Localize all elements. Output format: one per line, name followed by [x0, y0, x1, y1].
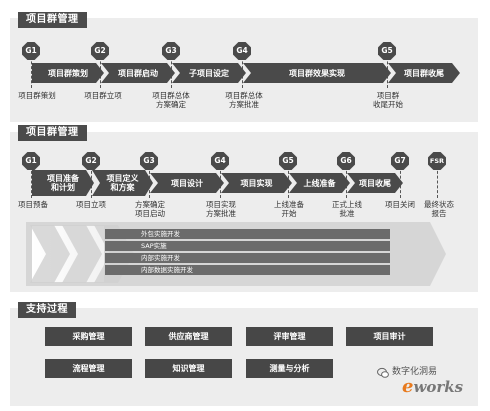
- watermark-text: 数字化洞易: [392, 367, 438, 377]
- eworks-logo: eworks: [402, 376, 463, 397]
- support-knowledge-mgmt: 知识管理: [145, 359, 232, 378]
- milestone-label: 方案确定项目启动: [135, 200, 165, 218]
- gate-g6: G6: [337, 152, 355, 170]
- milestone-label: 最终状态报告: [424, 200, 454, 218]
- support-process-mgmt: 流程管理: [45, 359, 132, 378]
- milestone-label: 项目群总体方案批准: [225, 91, 263, 109]
- milestone-label: 项目立项: [76, 200, 106, 209]
- milestone-label: 正式上线批准: [332, 200, 362, 218]
- eworks-logo-e: e: [402, 376, 414, 397]
- milestone-label: 项目群立项: [84, 91, 122, 100]
- section3-panel: [10, 308, 478, 406]
- section1-title: 项目群管理: [18, 12, 87, 28]
- phase-golive-prep: 上线准备: [289, 173, 350, 193]
- support-measure-analysis: 测量与分析: [246, 359, 333, 378]
- phase-program-planning: 项目群策划: [32, 63, 104, 83]
- gate-line: [31, 166, 32, 198]
- phase-program-realization: 项目群效果实现: [243, 63, 391, 83]
- gate-g5: G5: [378, 42, 396, 60]
- phase-subproject-setup: 子项目设定: [172, 63, 246, 83]
- gate-g1: G1: [22, 42, 40, 60]
- gate-g2: G2: [82, 152, 100, 170]
- gate-g1: G1: [22, 152, 40, 170]
- phase-define-and-solution: 项目定义和方案: [92, 170, 153, 196]
- gate-g3: G3: [140, 152, 158, 170]
- phase-program-launch: 项目群启动: [101, 63, 175, 83]
- section3-title: 支持过程: [18, 302, 76, 318]
- support-project-audit: 项目审计: [346, 327, 433, 346]
- section2-title: 项目群管理: [18, 125, 87, 141]
- gate-fsr: FSR: [428, 152, 446, 170]
- milestone-label: 项目关闭: [385, 200, 415, 209]
- milestone-label: 项目群总体方案确定: [152, 91, 190, 109]
- milestone-label: 上线准备开始: [274, 200, 304, 218]
- phase-realization: 项目实现: [221, 173, 292, 193]
- support-procurement: 采购管理: [45, 327, 132, 346]
- milestone-label: 项目预备: [18, 200, 48, 209]
- gate-g3: G3: [162, 42, 180, 60]
- workstream-bar: 内部实施开发: [105, 253, 390, 263]
- wechat-icon: [377, 364, 389, 378]
- phase-program-closing: 项目群收尾: [388, 63, 460, 83]
- support-review-mgmt: 评审管理: [246, 327, 333, 346]
- gate-g4: G4: [211, 152, 229, 170]
- gate-line: [437, 166, 438, 198]
- workstream-bar: SAP实施: [105, 241, 390, 251]
- workstream-bar: 外包实施开发: [105, 229, 390, 239]
- milestone-label: 项目实现方案批准: [206, 200, 236, 218]
- milestone-label: 项目群收尾开始: [373, 91, 403, 109]
- gate-g5: G5: [279, 152, 297, 170]
- phase-prep-and-plan: 项目准备和计划: [32, 170, 94, 196]
- gate-g2: G2: [91, 42, 109, 60]
- gate-g4: G4: [233, 42, 251, 60]
- workstream-bar: 内部数据实施开发: [105, 265, 390, 275]
- eworks-logo-rest: works: [413, 378, 464, 396]
- gate-line: [31, 52, 32, 88]
- phase-design: 项目设计: [150, 173, 224, 193]
- milestone-label: 项目群策划: [18, 91, 56, 100]
- gate-g7: G7: [391, 152, 409, 170]
- phase-closing: 项目收尾: [347, 173, 403, 193]
- support-supplier-mgmt: 供应商管理: [145, 327, 232, 346]
